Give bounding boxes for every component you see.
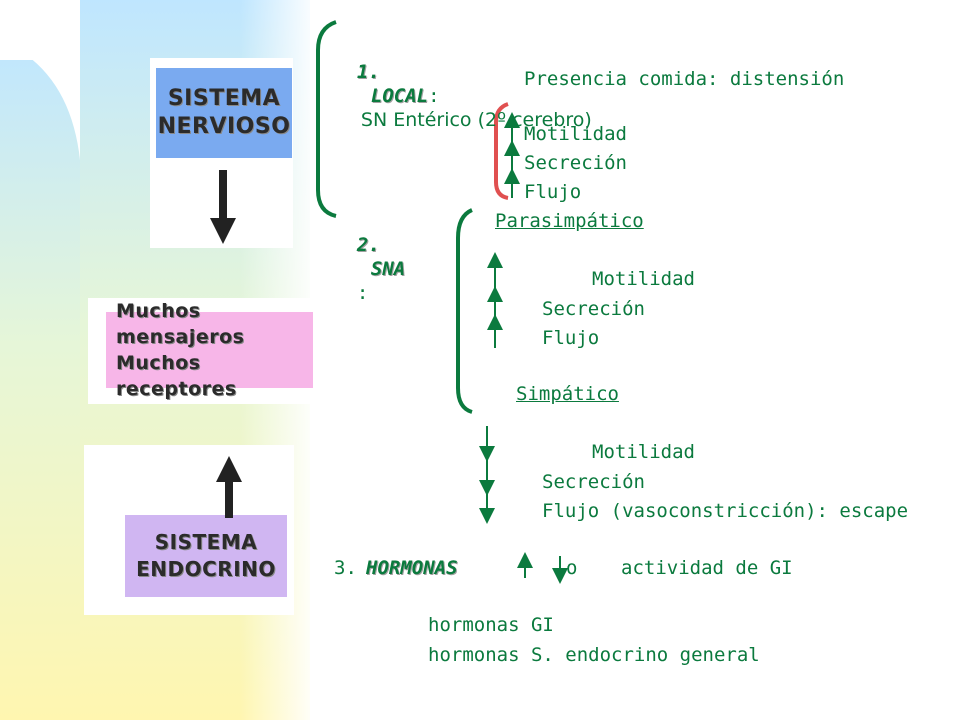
mensajeros-box: Muchos mensajeros Muchos receptores	[106, 300, 313, 400]
local-item-flujo: Flujo	[524, 181, 582, 203]
local-title: LOCAL	[370, 85, 429, 107]
simp-item-motilidad: Motilidad	[592, 441, 695, 463]
hormonas-tail: actividad de GI	[621, 557, 793, 579]
hormonas-mid: o	[566, 557, 578, 579]
simp-item-secrecion: Secreción	[542, 471, 645, 493]
bracket-icon	[494, 102, 509, 200]
local-item-secrecion: Secreción	[524, 152, 627, 174]
down-arrow-icon	[210, 170, 236, 244]
parasimpatico-title: Parasimpático	[495, 210, 644, 232]
sna-heading: 2. SNA :	[356, 234, 406, 304]
hormonas-title: HORMONAS	[366, 557, 458, 579]
bracket-icon	[316, 20, 337, 218]
box-label: ENDOCRINO	[136, 557, 276, 581]
local-line1: SN Entérico (2º cerebro)	[360, 109, 592, 131]
para-item-motilidad: Motilidad	[592, 268, 695, 290]
local-line2: Presencia comida: distensión	[524, 68, 845, 90]
local-heading: 1. LOCAL: SN Entérico (2º cerebro)	[356, 61, 592, 131]
bracket-icon	[456, 208, 473, 414]
sistema-endocrino-box: SISTEMA ENDOCRINO	[125, 515, 287, 597]
box-label: SISTEMA	[154, 530, 258, 554]
hormonas-num: 3.	[334, 557, 357, 579]
simpatico-title: Simpático	[516, 383, 619, 405]
hormonas-list-endocrino: hormonas S. endocrino general	[428, 644, 760, 666]
box-label: Muchos mensajeros	[116, 300, 245, 348]
local-item-motilidad: Motilidad	[524, 123, 627, 145]
box-label: NERVIOSO	[157, 114, 291, 139]
para-item-flujo: Flujo	[542, 327, 600, 349]
sistema-nervioso-box: SISTEMA NERVIOSO	[156, 68, 292, 158]
box-label: SISTEMA	[167, 86, 281, 111]
up-arrow-icon	[216, 456, 242, 518]
box-label: Muchos receptores	[116, 352, 237, 400]
hormonas-list-gi: hormonas GI	[428, 614, 554, 636]
para-item-secrecion: Secreción	[542, 298, 645, 320]
sna-title: SNA	[370, 258, 406, 280]
simp-item-flujo: Flujo (vasoconstricción): escape	[542, 500, 909, 522]
